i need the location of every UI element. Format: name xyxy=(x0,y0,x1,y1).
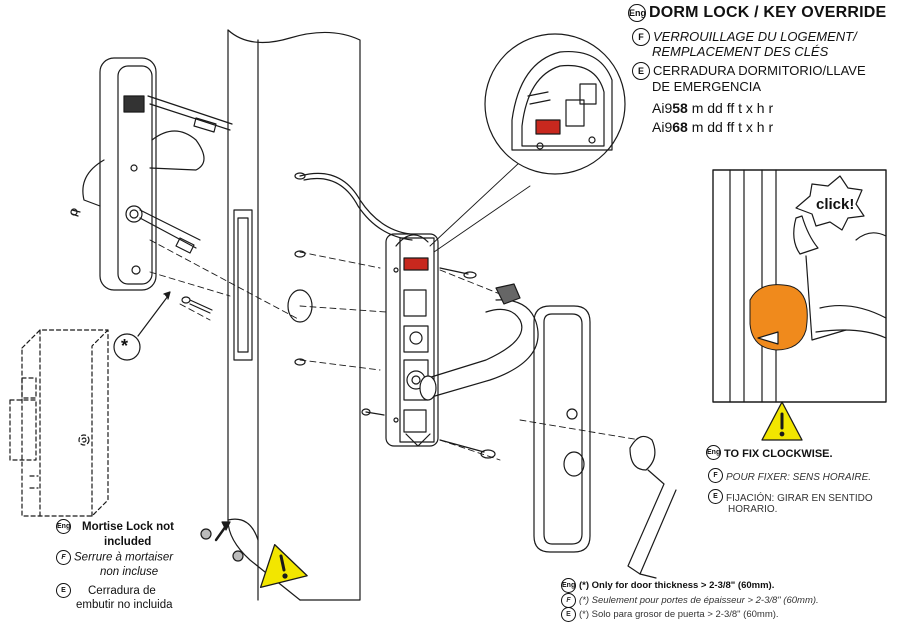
detail-inset-circle xyxy=(484,33,626,175)
mortise-fr-line2: non incluse xyxy=(100,566,159,578)
click-burst xyxy=(795,175,865,231)
title-es-line2: DE EMERGENCIA xyxy=(652,79,762,94)
asterisk-leader xyxy=(137,295,169,337)
mortise-lock-outline xyxy=(9,329,109,517)
zoom-lines xyxy=(429,161,531,253)
orange-rotation-band xyxy=(749,284,808,351)
es-badge: E xyxy=(632,62,650,80)
footnote-es: E(*) Solo para grosor de puerta > 2-3/8"… xyxy=(561,607,779,622)
es-badge: E xyxy=(56,583,71,598)
footnote-fr: F(*) Seulement pour portes de épaisseur … xyxy=(561,593,819,608)
outside-escutcheon xyxy=(533,305,591,553)
clockwise-es-line2: HORARIO. xyxy=(728,504,778,515)
door-slab xyxy=(227,29,361,601)
es-badge: E xyxy=(561,607,576,622)
footnote-en: Eng(*) Only for door thickness > 2-3/8" … xyxy=(561,578,774,593)
asterisk-marker: * xyxy=(121,336,129,356)
click-label: click! xyxy=(816,196,855,213)
title-fr-line2: REMPLACEMENT DES CLÉS xyxy=(652,44,829,59)
es-badge: E xyxy=(708,489,723,505)
rotation-arrow-icon xyxy=(757,331,779,345)
outside-lock-module xyxy=(299,172,539,459)
alignment-lines xyxy=(149,239,641,461)
fr-badge: F xyxy=(632,28,650,46)
warning-triangle-icon xyxy=(761,401,803,441)
eng-badge: Eng xyxy=(628,4,646,22)
fr-badge: F xyxy=(56,550,71,565)
fr-badge: F xyxy=(561,593,576,608)
mortise-en-line2: included xyxy=(104,536,152,548)
fr-badge: F xyxy=(708,468,723,484)
model-line-2: Ai968 m dd ff t x h r xyxy=(652,119,774,135)
model-line-1: Ai958 m dd ff t x h r xyxy=(652,100,774,116)
eng-badge: Eng xyxy=(561,578,576,593)
mortise-es-line2: embutir no incluida xyxy=(76,599,173,611)
eng-badge: Eng xyxy=(56,519,71,534)
eng-badge: Eng xyxy=(706,445,721,461)
hex-key xyxy=(627,435,677,579)
inside-escutcheon xyxy=(70,57,233,291)
arrow-icon xyxy=(200,521,244,562)
door-holes xyxy=(181,172,313,366)
warning-triangle-icon xyxy=(259,544,308,588)
